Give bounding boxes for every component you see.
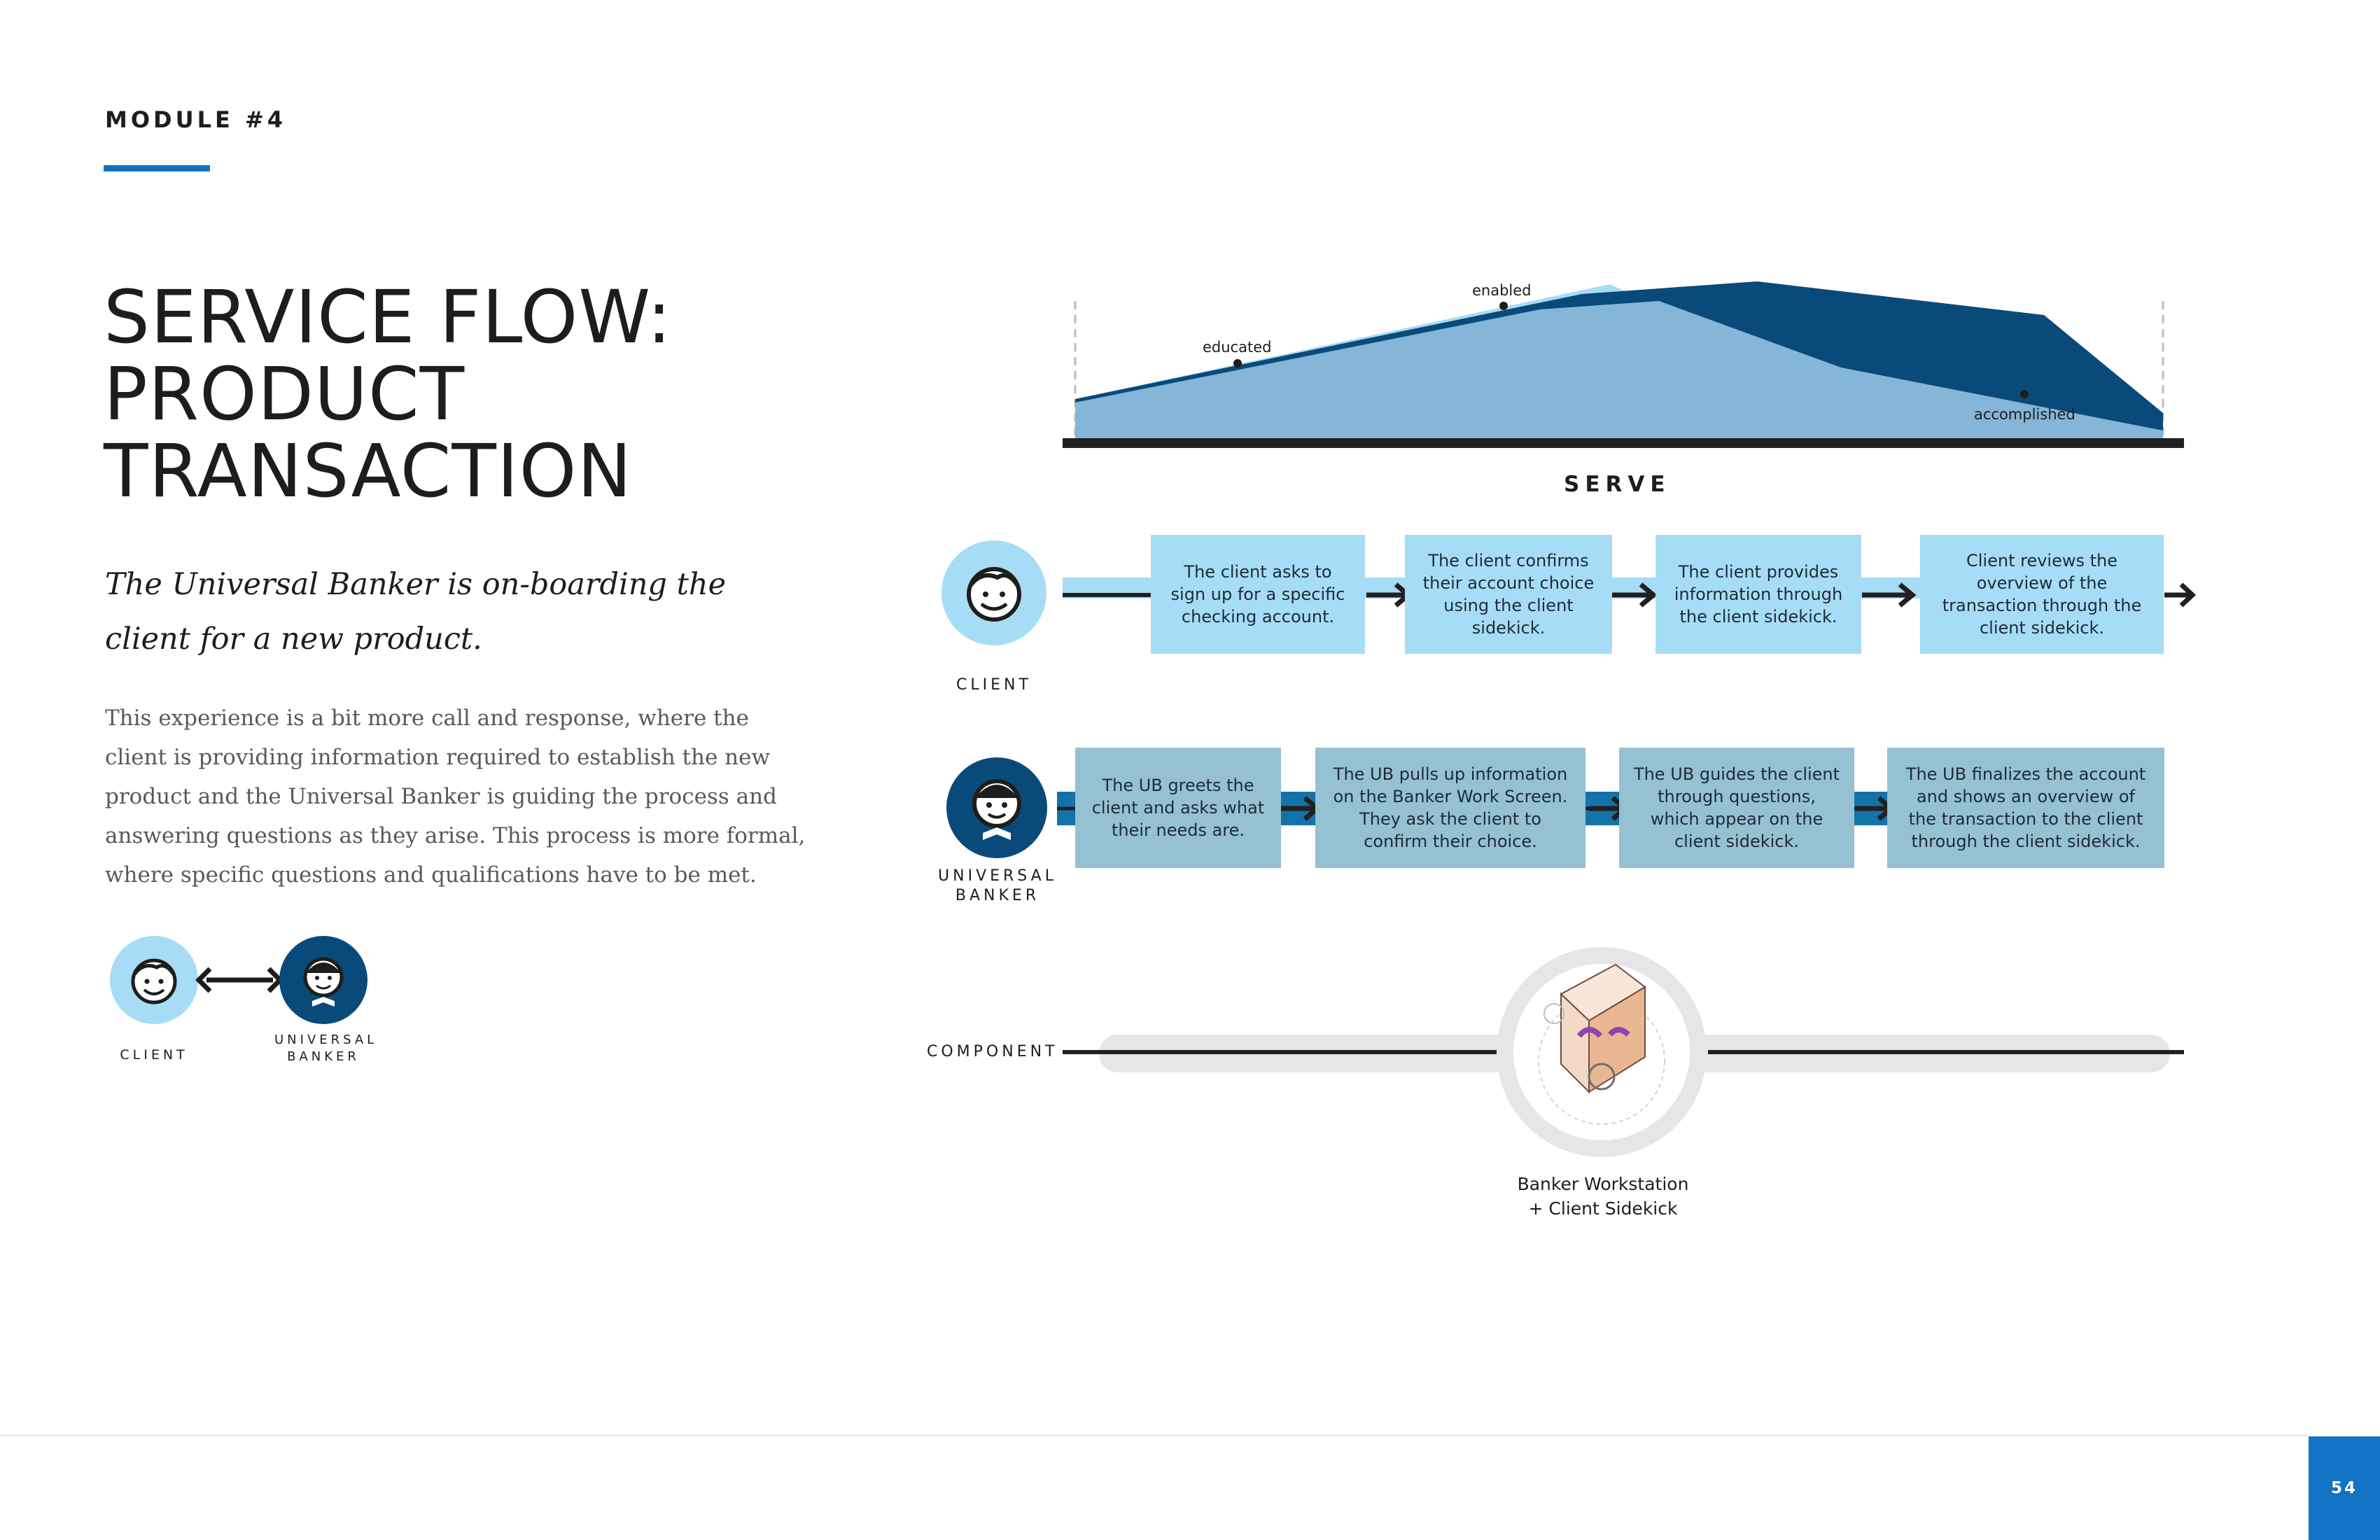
- footer-divider: [0, 1435, 2309, 1436]
- legend-client-label: CLIENT: [120, 1047, 188, 1063]
- educated-label: educated: [1203, 339, 1272, 356]
- banker-step-3: The UB guides the client through questio…: [1619, 748, 1854, 868]
- double-arrow-icon: [195, 967, 284, 993]
- legend-banker-label: UNIVERSAL BANKER: [274, 1032, 378, 1065]
- banker-step-1: The UB greets the client and asks what t…: [1075, 748, 1281, 868]
- component-caption-line-2: + Client Sidekick: [1528, 1198, 1678, 1219]
- component-graphics: [1063, 947, 2184, 1157]
- legend-banker-label-line-2: BANKER: [287, 1049, 360, 1064]
- client-step-1: The client asks to sign up for a specifi…: [1151, 535, 1365, 654]
- client-step-4: Client reviews the overview of the trans…: [1920, 535, 2164, 654]
- legend-diagram: [110, 936, 368, 1024]
- banker-lane-label-line-2: BANKER: [955, 887, 1040, 904]
- accomplished-label: accomplished: [1974, 406, 2076, 423]
- component-label: COMPONENT: [927, 1043, 1058, 1060]
- banker-lane-label: UNIVERSAL BANKER: [931, 867, 1064, 906]
- client-face-icon: [110, 936, 198, 1024]
- enabled-point: [1499, 302, 1508, 310]
- client-lane-label: CLIENT: [956, 676, 1032, 694]
- page-number: 54: [2309, 1436, 2380, 1540]
- page-title: SERVICE FLOW: PRODUCT TRANSACTION: [104, 279, 672, 510]
- module-underline: [104, 165, 210, 172]
- banker-face-icon: [279, 936, 368, 1024]
- shared-curve-area: [1075, 301, 2163, 440]
- banker-step-2: The UB pulls up information on the Banke…: [1315, 748, 1586, 868]
- title-line-3: TRANSACTION: [104, 428, 633, 514]
- banker-avatar-icon: [946, 757, 1047, 858]
- serve-baseline: [1063, 438, 2184, 448]
- enabled-label: enabled: [1472, 282, 1532, 299]
- serve-label: SERVE: [1564, 472, 1671, 497]
- accomplished-point: [2020, 390, 2029, 398]
- serve-curve-chart: [1063, 281, 2184, 448]
- workstation-illustration-icon: [1497, 947, 1707, 1157]
- module-label: MODULE #4: [105, 106, 287, 133]
- legend-banker-label-line-1: UNIVERSAL: [274, 1032, 378, 1047]
- banker-step-4: The UB finalizes the account and shows a…: [1887, 748, 2164, 868]
- client-step-3: The client provides information through …: [1656, 535, 1861, 654]
- component-caption-line-1: Banker Workstation: [1517, 1174, 1689, 1194]
- body-paragraph: This experience is a bit more call and r…: [105, 706, 806, 888]
- banker-lane-label-line-1: UNIVERSAL: [938, 867, 1057, 885]
- client-step-2: The client confirms their account choice…: [1405, 535, 1612, 654]
- title-line-1: SERVICE FLOW:: [104, 274, 673, 360]
- component-caption: Banker Workstation + Client Sidekick: [1463, 1172, 1743, 1221]
- title-line-2: PRODUCT: [104, 351, 465, 437]
- lead-paragraph: The Universal Banker is on-boarding the …: [105, 567, 727, 657]
- client-avatar-icon: [941, 540, 1046, 645]
- educated-point: [1233, 359, 1242, 368]
